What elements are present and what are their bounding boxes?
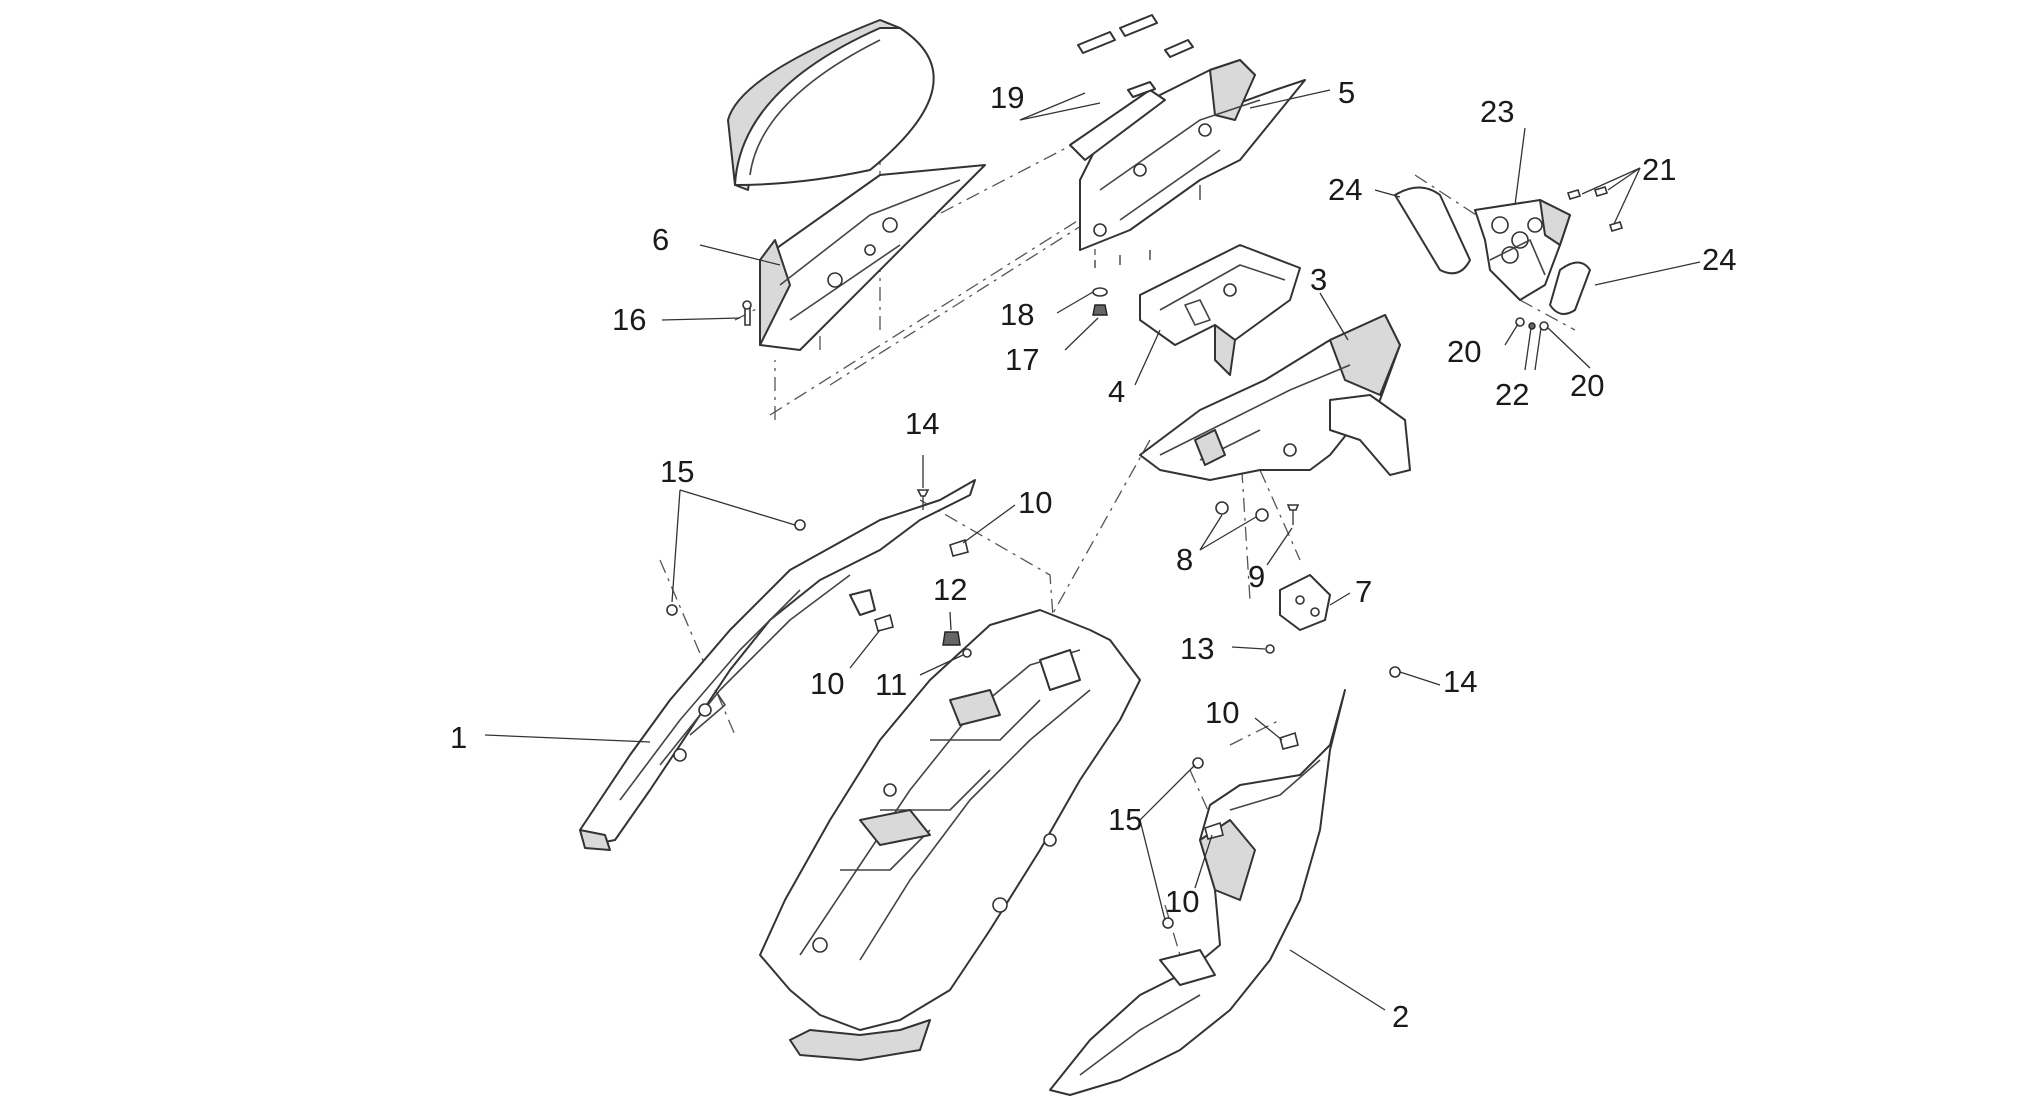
callout-24-a: 24 — [1328, 172, 1362, 207]
callout-16: 16 — [612, 302, 646, 337]
callout-1: 1 — [450, 720, 467, 755]
part-5-passenger-cover — [1069, 59, 1306, 268]
callout-20-a: 20 — [1447, 334, 1481, 369]
callout-13: 13 — [1180, 631, 1214, 666]
part-19-decals — [1077, 14, 1194, 98]
callout-20-b: 20 — [1570, 368, 1604, 403]
callout-14-a: 14 — [905, 406, 939, 441]
part-3-rear-mudguard — [1139, 314, 1411, 481]
callout-9: 9 — [1248, 559, 1265, 594]
part-6-seat-cowl-cover — [727, 19, 986, 351]
callout-5: 5 — [1338, 75, 1355, 110]
callout-10-a: 10 — [1018, 485, 1052, 520]
callout-labels: 1 2 3 4 5 6 7 8 9 10 10 10 10 11 12 13 1… — [450, 75, 1736, 1034]
central-undertray — [759, 609, 1141, 1061]
callout-12: 12 — [933, 572, 967, 607]
callout-19: 19 — [990, 80, 1024, 115]
callout-11: 11 — [875, 667, 907, 702]
part-7-bracket-plate — [1279, 574, 1331, 631]
callout-10-b: 10 — [810, 666, 844, 701]
callout-18: 18 — [1000, 297, 1034, 332]
callout-6: 6 — [652, 222, 669, 257]
leader-lines — [484, 89, 1701, 1011]
callout-17: 17 — [1005, 342, 1039, 377]
callout-7: 7 — [1355, 574, 1372, 609]
callout-23: 23 — [1480, 94, 1514, 129]
callout-4: 4 — [1108, 374, 1125, 409]
callout-22: 22 — [1495, 377, 1529, 412]
callout-10-d: 10 — [1165, 884, 1199, 919]
part-2-right-side-panel — [1049, 689, 1346, 1096]
callout-3: 3 — [1310, 262, 1327, 297]
part-1-left-side-panel — [579, 479, 976, 851]
part-23-plate-holder — [1474, 199, 1571, 301]
callout-15-a: 15 — [660, 454, 694, 489]
hardware — [666, 186, 1624, 929]
callout-24-b: 24 — [1702, 242, 1736, 277]
callout-2: 2 — [1392, 999, 1409, 1034]
callout-15-b: 15 — [1108, 802, 1142, 837]
part-24-reflectors — [1394, 186, 1591, 315]
callout-21: 21 — [1642, 152, 1676, 187]
part-4-tail-bracket — [1139, 244, 1301, 376]
callout-14-b: 14 — [1443, 664, 1477, 699]
callout-10-c: 10 — [1205, 695, 1239, 730]
callout-8: 8 — [1176, 542, 1193, 577]
